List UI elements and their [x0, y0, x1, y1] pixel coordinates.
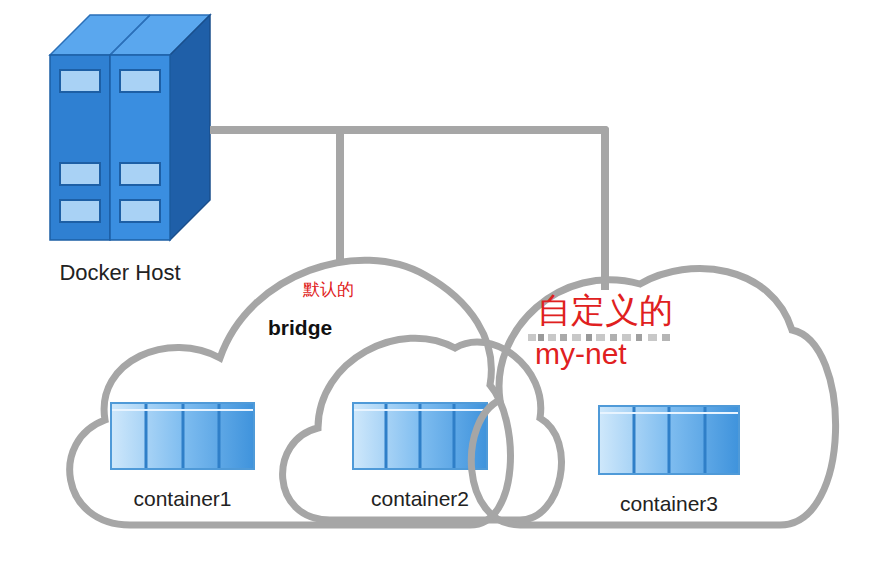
- container: container3: [598, 405, 740, 522]
- container: container1: [110, 402, 255, 517]
- network-label: bridge: [268, 316, 332, 339]
- network-label: 默认的: [303, 280, 354, 299]
- server-icon: [50, 15, 210, 240]
- network-cloud: 自定义的 my-net container3: [455, 255, 845, 535]
- container-box: [352, 402, 488, 470]
- docker-host: Docker Host: [30, 10, 210, 300]
- container: container2: [352, 402, 488, 517]
- cloud-outline: [283, 338, 562, 520]
- container-box: [598, 405, 740, 475]
- container-label: container1: [133, 486, 231, 511]
- network-wire: [210, 130, 340, 262]
- container-box: [110, 402, 255, 470]
- container-label: container3: [620, 491, 718, 516]
- network-label: 自定义的: [537, 292, 673, 328]
- network-label: my-net: [535, 338, 627, 370]
- host-label: Docker Host: [59, 260, 180, 286]
- container-label: container2: [371, 486, 469, 511]
